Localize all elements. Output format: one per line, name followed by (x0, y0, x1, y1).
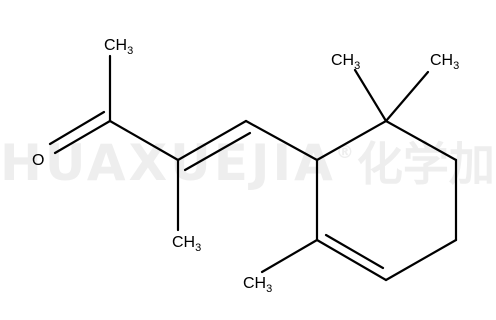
bond-gem-methyl-b (384, 70, 430, 123)
atom-label-ch3-ring: CH3 (243, 275, 272, 295)
atom-label-ch3-gem-a: CH3 (331, 52, 360, 72)
bond-carbonyl-o-1 (53, 119, 112, 155)
bond-alkene-1 (176, 119, 248, 162)
bond-carbonyl-alpha (108, 119, 180, 162)
atom-label-ch3-top: CH3 (104, 37, 133, 57)
bond-ring-c5-c6-double (324, 233, 385, 270)
bond-ring-c4-c5 (384, 238, 458, 282)
bond-ring-c5-c6 (315, 238, 388, 282)
watermark-latin: HUAXUEJIA (0, 134, 336, 192)
watermark: HUAXUEJIA®化学加 (0, 128, 496, 192)
bond-ring-methyl (260, 238, 319, 274)
bond-carbonyl-o-2 (48, 110, 106, 146)
bond-ring-c2-c3 (384, 119, 458, 162)
bond-chain-ring (244, 119, 319, 162)
bond-alkene-2 (183, 131, 252, 172)
bond-gem-methyl-a (353, 68, 388, 123)
atom-label-ch3-mid: CH3 (172, 234, 201, 254)
atom-label-ch3-gem-b: CH3 (430, 52, 459, 72)
watermark-chinese: 化学加 (356, 137, 495, 191)
atom-label-oxygen: O (32, 152, 44, 169)
bond-ring-c1-c2 (315, 119, 388, 162)
